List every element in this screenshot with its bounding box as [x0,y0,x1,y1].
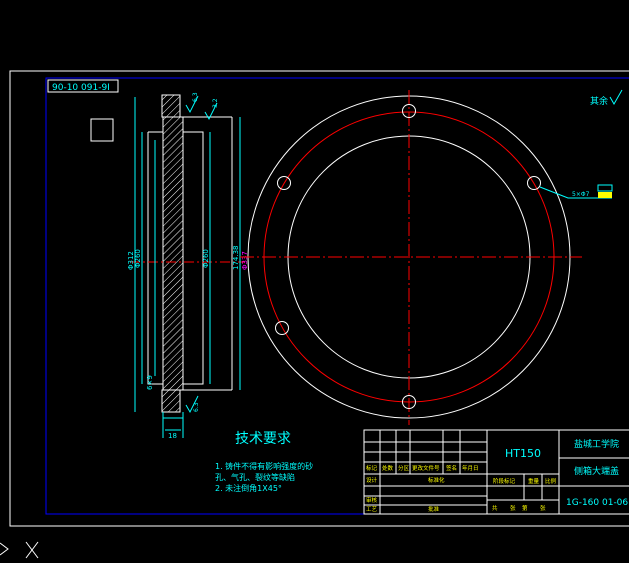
hole-dim: 5×Φ7 [572,191,590,198]
tb-r2-0: 设计 [366,476,378,484]
hole-leader [539,186,612,199]
tb-r6-2: 第 [522,504,528,512]
section-view: Φ312 Φ260 Φ260 174.38 Φ337 18 6×9 6.3 3.… [127,92,249,440]
tb-r5-0: 工艺 [366,506,378,513]
tb-r1-1: 处数 [382,464,394,472]
dim-d5: Φ337 [241,251,249,270]
section-flange-bottom [161,389,181,413]
school-name: 盐城工学院 [574,438,619,450]
tb-r6-0: 共 [492,504,498,512]
tb-r1-3: 更改文件号 [412,464,440,472]
inner-border [45,77,629,515]
tech-note-2: 孔、气孔、裂纹等缺陷 [215,472,295,482]
dim-d1: Φ312 [127,251,135,270]
part-name: 侧箱大端盖 [574,465,619,477]
tb-r2-1: 标准化 [428,476,445,484]
roughness-symbol-top [185,95,218,121]
dim-thickness: 18 [168,432,177,440]
tech-note-1: 1. 铸件不得有影响强度的砂 [215,461,313,471]
tb-r6-3: 张 [540,504,546,512]
tb-r1-2: 分区 [398,464,410,472]
roughness-r2: 3.2 [212,98,219,108]
dim-d3: Φ260 [202,249,210,268]
roughness-symbol-bottom [185,395,199,414]
tb-r1-4: 签名 [446,464,457,472]
bolt-hole-2 [527,176,541,190]
tb-r3-1: 重量 [528,477,540,485]
hole-tol-frame [597,184,613,192]
material: HT150 [505,447,541,460]
tb-r5-1: 批准 [428,505,440,513]
section-flange-top [161,94,181,118]
drawing-number-box: 90-10 091-9I [47,79,119,93]
roughness-r1: 6.3 [192,92,199,102]
ucs-icon [0,541,39,559]
outer-frame [9,70,629,527]
roughness-other-label: 其余 [590,95,608,107]
tb-r3-0: 阶段标记 [493,477,516,485]
dim-chamfer: 6×9 [146,375,154,390]
roughness-other-icon [609,89,623,106]
drawing-number-rotated: 90-10 091-9I [52,83,110,93]
tb-r1-0: 标记 [366,464,378,472]
section-web [162,116,184,391]
dim-d2: Φ260 [134,249,142,268]
small-square [90,118,114,142]
title-block-labels: 标记 处数 分区 更改文件号 签名 年月日 设计 标准化 阶段标记 重量 比例 … [366,464,557,513]
tb-r3-2: 比例 [545,477,557,485]
tech-note-3: 2. 未注倒角1X45° [215,483,282,493]
tb-r6-1: 张 [510,504,516,512]
tb-r1-5: 年月日 [462,464,479,472]
tech-requirements: 技术要求 1. 铸件不得有影响强度的砂 孔、气孔、裂纹等缺陷 2. 未注倒角1X… [215,431,313,493]
tb-r4-0: 审核 [366,496,378,504]
tech-title: 技术要求 [235,431,291,447]
roughness-r3: 6.3 [193,402,200,412]
bolt-hole-3 [277,176,291,190]
dim-d4: 174.38 [232,246,240,271]
bolt-hole-4 [275,321,289,335]
bolt-holes [275,104,541,409]
title-block [363,429,629,515]
front-view: 5×Φ7 其余 [240,89,623,425]
bolt-hole-1 [402,104,416,118]
drawing-number: 1G-160 01-06 [566,498,628,508]
bolt-hole-5 [402,395,416,409]
hole-tol-block [598,192,612,198]
